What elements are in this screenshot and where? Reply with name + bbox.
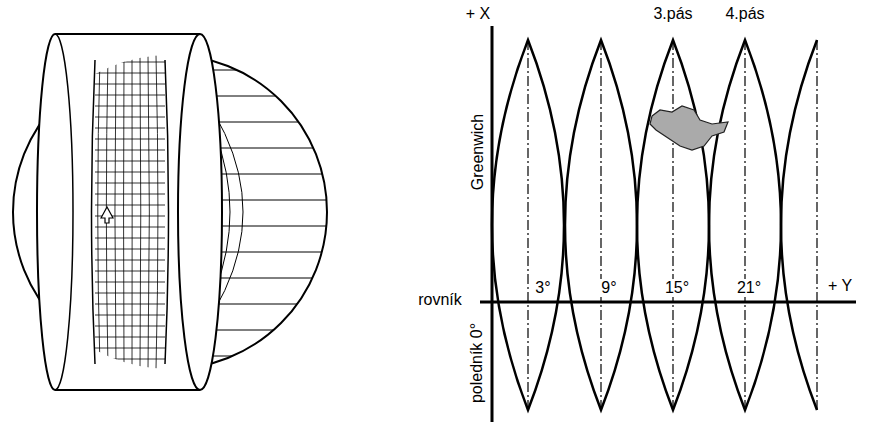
zone-strips xyxy=(492,40,817,410)
meridian-degree: 21° xyxy=(735,279,763,297)
zone-label: 4.pás xyxy=(723,5,766,23)
territory-shape xyxy=(650,106,728,150)
equator-label: rovník xyxy=(416,291,464,309)
meridian-degree: 15° xyxy=(663,279,691,297)
y-axis xyxy=(480,301,856,304)
zone-label: 3.pás xyxy=(651,5,694,23)
projection-cylinder xyxy=(37,34,222,390)
meridian-degree: 3° xyxy=(533,279,552,297)
axis-label: + X xyxy=(464,5,492,23)
meridian-degree: 9° xyxy=(599,279,618,297)
meridian-label: Greenwich xyxy=(469,112,487,192)
meridian-label: poledník 0° xyxy=(468,321,486,405)
axis-label: + Y xyxy=(826,277,854,295)
